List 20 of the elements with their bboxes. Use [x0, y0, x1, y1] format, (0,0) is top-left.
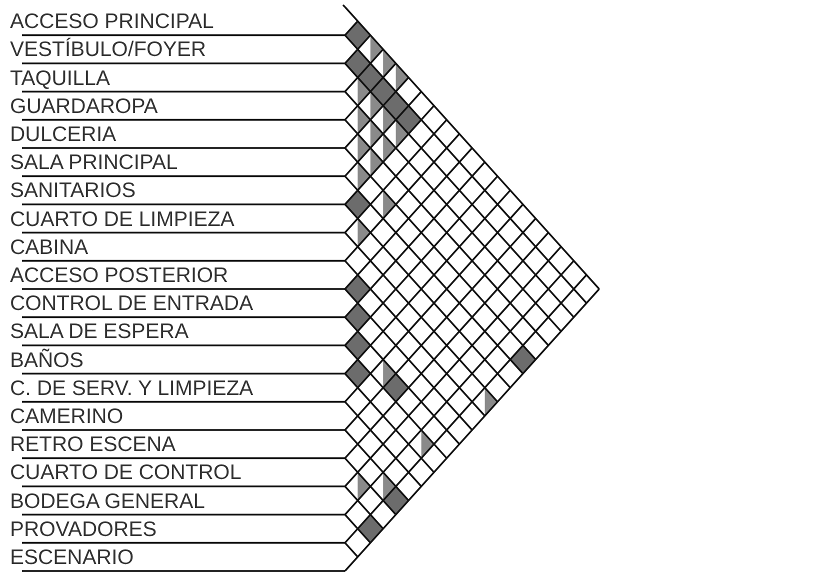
- row-label: PROVADORES: [10, 518, 157, 542]
- row-label: TAQUILLA: [10, 66, 110, 91]
- row-label: CONTROL DE ENTRADA: [10, 292, 254, 316]
- row-label: ACCESO POSTERIOR: [10, 264, 228, 288]
- row-label: CUARTO DE LIMPIEZA: [10, 208, 234, 232]
- row-label: CUARTO DE CONTROL: [10, 461, 242, 486]
- row-label: CAMERINO: [10, 405, 124, 429]
- row-label: VESTÍBULO/FOYER: [10, 38, 206, 62]
- row-label: BODEGA GENERAL: [10, 490, 205, 514]
- row-label: SALA PRINCIPAL: [10, 151, 178, 176]
- row-label: SANITARIOS: [10, 179, 136, 204]
- row-label: DULCERIA: [10, 123, 116, 147]
- row-label: SALA DE ESPERA: [10, 320, 189, 344]
- row-label: CABINA: [10, 236, 88, 260]
- row-label: ESCENARIO: [10, 546, 134, 570]
- row-label: RETRO ESCENA: [10, 433, 176, 458]
- row-label: ACCESO PRINCIPAL: [10, 10, 214, 34]
- row-label: GUARDAROPA: [10, 94, 158, 119]
- row-label: BAÑOS: [10, 348, 84, 373]
- row-label: C. DE SERV. Y LIMPIEZA: [10, 376, 254, 401]
